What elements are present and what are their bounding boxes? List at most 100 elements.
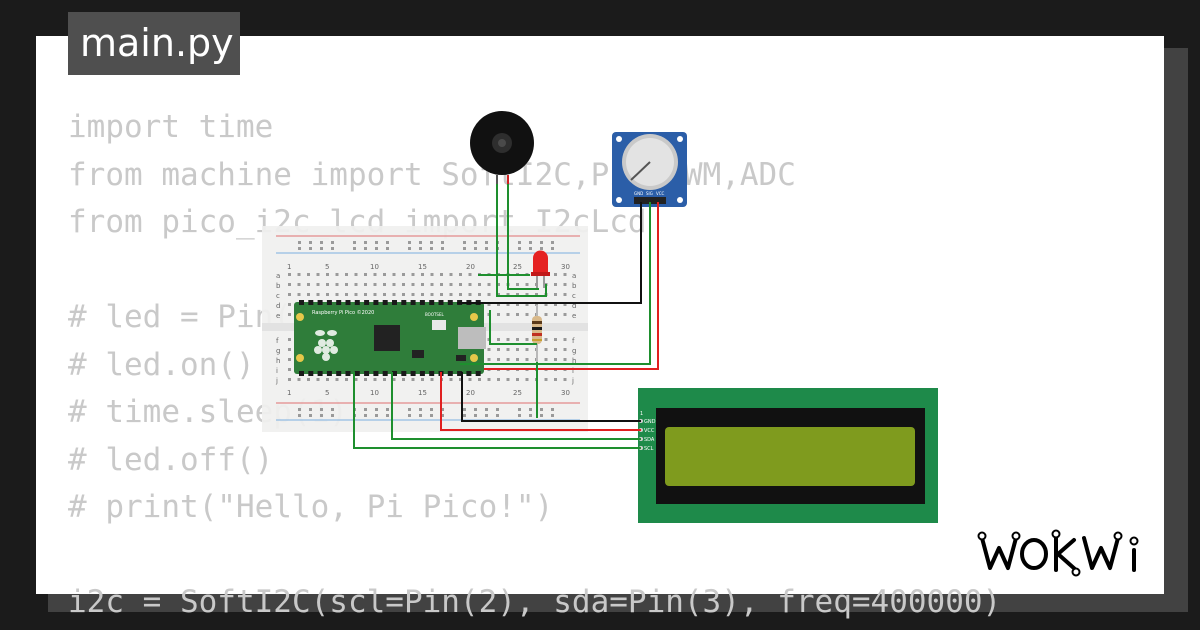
rail-hole (331, 414, 334, 417)
rail-hole (364, 247, 367, 250)
resistor-icon[interactable] (532, 305, 542, 362)
breadboard-hole (421, 273, 424, 276)
rail-hole (386, 408, 389, 411)
breadboard-hole (497, 348, 500, 351)
breadboard-hole (468, 378, 472, 381)
lcd-display[interactable]: 1 GND VCC SDA SCL (638, 388, 938, 523)
breadboard-hole (440, 283, 443, 286)
breadboard-hole (516, 313, 519, 316)
rail-hole (320, 408, 323, 411)
breadboard-hole (364, 283, 367, 286)
rail-hole (408, 247, 411, 250)
breadboard-hole (544, 338, 548, 341)
breadboard-hole (383, 378, 386, 381)
rail-hole (298, 408, 301, 411)
pico-pin (447, 300, 453, 305)
rail-hole (430, 408, 433, 411)
mounting-hole (296, 354, 304, 362)
file-tab[interactable]: main.py (68, 12, 240, 75)
breadboard-hole (459, 273, 462, 276)
breadboard-hole (402, 273, 405, 276)
breadboard-hole (554, 273, 557, 276)
row-letter: b (276, 282, 281, 290)
wire-black (461, 372, 641, 422)
breadboard-hole (516, 378, 519, 381)
pico-pin (364, 371, 370, 376)
breadboard-hole (506, 303, 510, 306)
breadboard-hole (459, 283, 462, 286)
breadboard-hole (421, 378, 424, 381)
row-letter: h (572, 357, 576, 365)
rail-hole (551, 408, 554, 411)
code-line: i2c = SoftI2C(scl=Pin(2), sda=Pin(3), fr… (68, 584, 1002, 620)
breadboard-hole (297, 378, 301, 381)
rail-hole (386, 414, 389, 417)
wire-green (460, 202, 651, 365)
rail-hole (298, 247, 301, 250)
pico-pin (438, 300, 444, 305)
rail-hole (540, 414, 543, 417)
breadboard-hole (316, 283, 320, 286)
rail-hole (375, 408, 378, 411)
rail-hole (518, 241, 521, 244)
wokwi-logo (977, 529, 1139, 577)
rail-hole (529, 241, 532, 244)
breadboard-hole (411, 283, 415, 286)
bootsel-button[interactable] (432, 320, 446, 330)
led-icon[interactable] (531, 250, 550, 288)
rail-hole (331, 247, 334, 250)
breadboard-hole (525, 338, 529, 341)
rail-hole (375, 241, 378, 244)
rail-hole (496, 408, 499, 411)
buzzer-icon[interactable] (470, 111, 534, 184)
wire-green (507, 184, 539, 290)
breadboard-hole (316, 378, 320, 381)
breadboard-hole (468, 283, 472, 286)
breadboard-hole (497, 303, 500, 306)
breadboard-hole (288, 378, 291, 381)
rail-hole (408, 241, 411, 244)
breadboard-hole (364, 378, 367, 381)
breadboard-hole (316, 273, 320, 276)
breadboard-hole (288, 303, 291, 306)
breadboard-hole (506, 338, 510, 341)
breadboard-hole (411, 378, 415, 381)
rail-hole (419, 414, 422, 417)
pico-pin (401, 300, 407, 305)
breadboard-hole (487, 348, 491, 351)
row-letter: d (572, 302, 576, 310)
breadboard-hole (440, 293, 443, 296)
breadboard-hole (421, 283, 424, 286)
rail-hole (309, 247, 312, 250)
wires (353, 184, 659, 449)
breadboard-hole (297, 293, 301, 296)
rail-hole (353, 247, 356, 250)
pico-board[interactable]: Raspberry Pi Pico ©2020 BOOTSEL (294, 300, 486, 376)
breadboard-hole (449, 378, 453, 381)
pico-pin (317, 371, 323, 376)
breadboard-hole (307, 293, 310, 296)
breadboard-hole (516, 303, 519, 306)
lcd-pin-label: SCL (644, 446, 654, 452)
breadboard-hole (345, 378, 348, 381)
breadboard-hole (430, 293, 434, 296)
rail-hole (463, 414, 466, 417)
breadboard-hole (326, 283, 329, 286)
breadboard-hole (288, 283, 291, 286)
breadboard-hole (525, 313, 529, 316)
pico-pin (419, 371, 425, 376)
breadboard-hole (487, 358, 491, 361)
breadboard-hole (430, 273, 434, 276)
rail-hole (364, 408, 367, 411)
lcd-pin-label: VCC (644, 428, 655, 434)
usb-connector (458, 327, 486, 349)
wire-black (457, 202, 642, 304)
breadboard-hole (392, 293, 396, 296)
rail-hole (419, 241, 422, 244)
potentiometer-icon[interactable]: GND SIG VCC (612, 132, 687, 207)
column-number: 25 (513, 389, 522, 397)
column-number: 15 (418, 263, 427, 271)
breadboard-hole (497, 358, 500, 361)
rail-hole (485, 408, 488, 411)
breadboard-hole (459, 293, 462, 296)
